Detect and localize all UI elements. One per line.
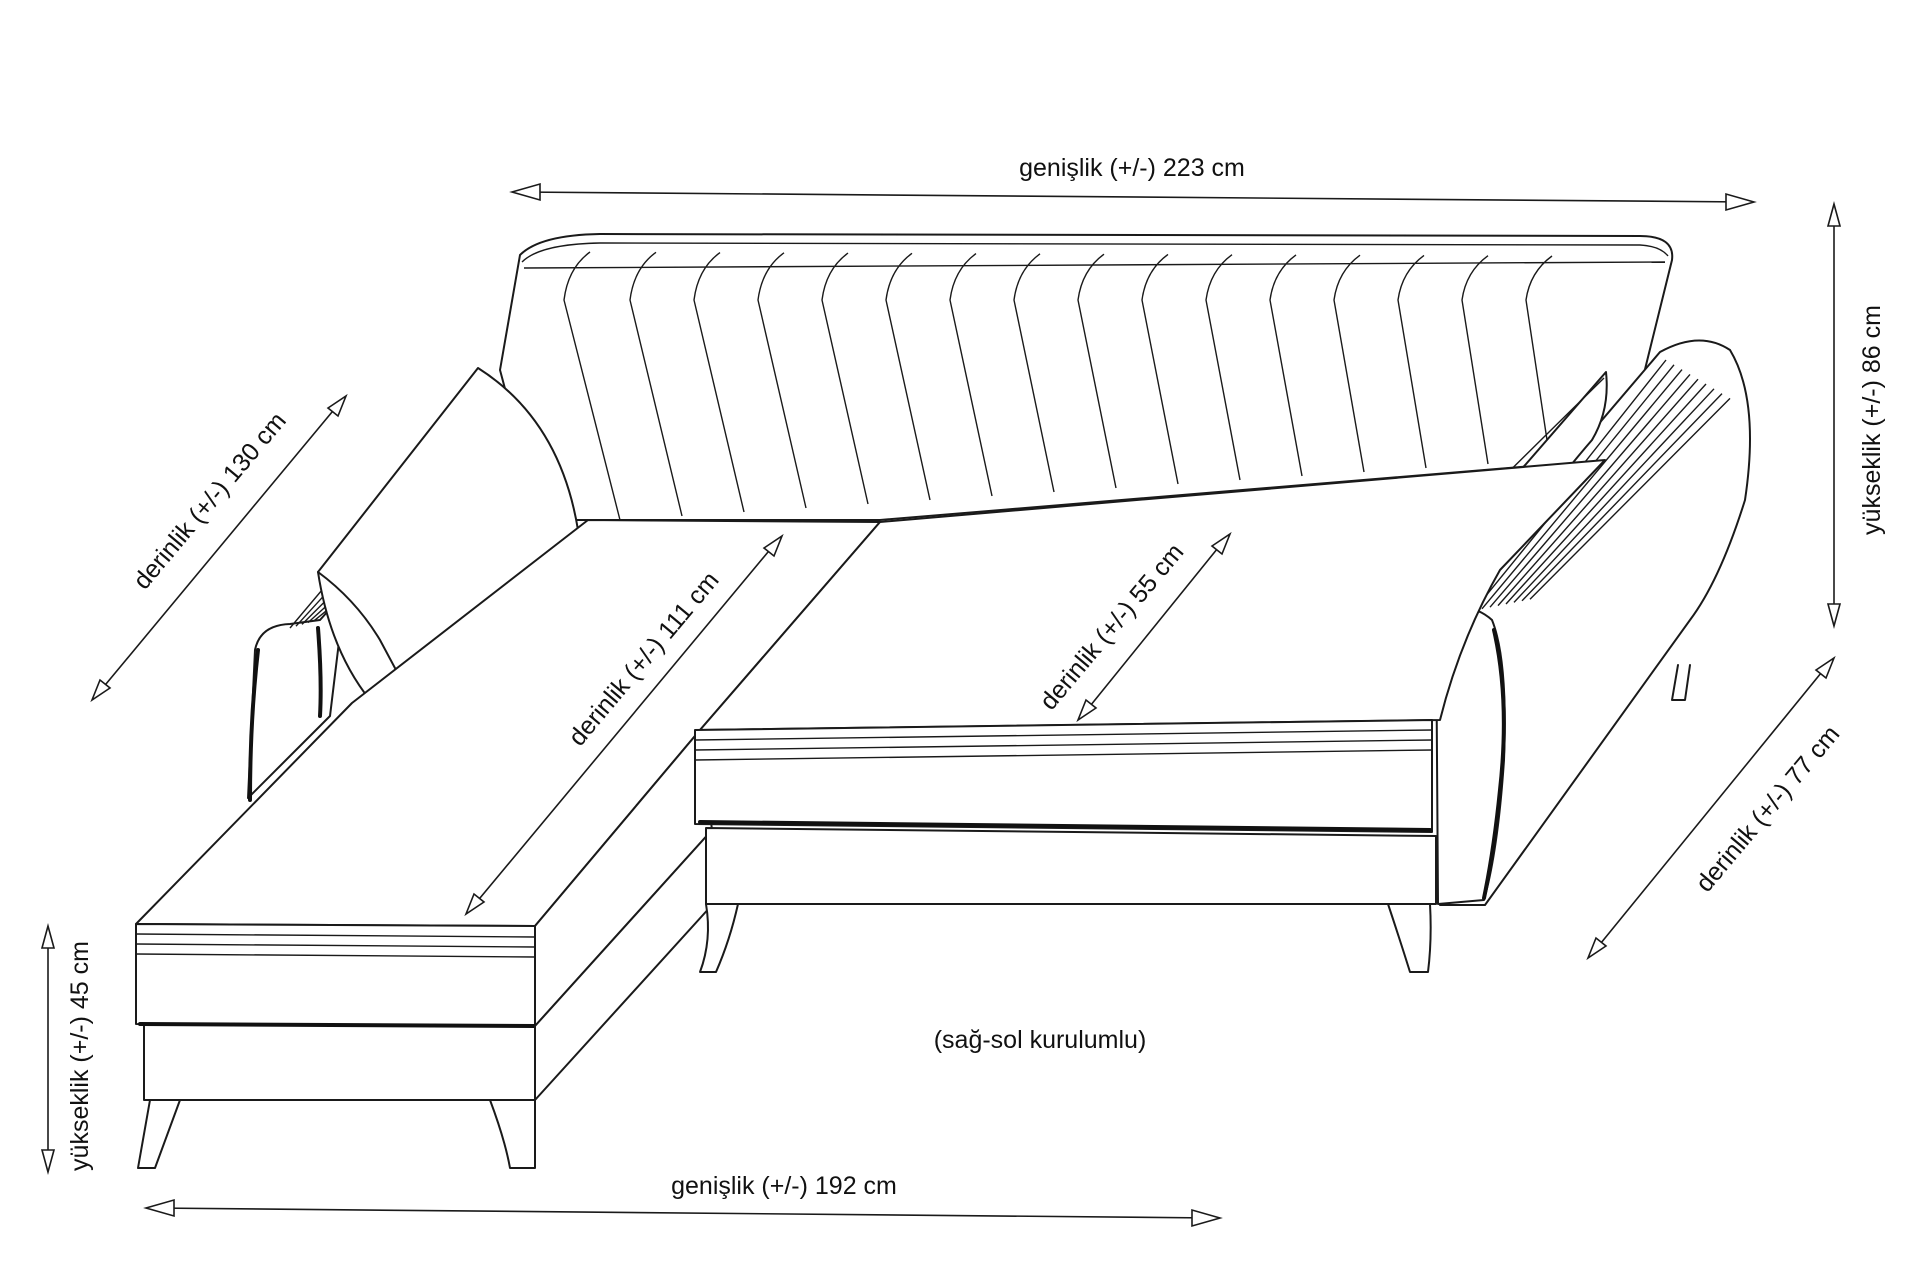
backrest-rib-line bbox=[821, 252, 869, 505]
left-arm bbox=[247, 589, 347, 802]
depth-130-arrow bbox=[90, 393, 348, 703]
label-height-right: yükseklik (+/-) 86 cm bbox=[1858, 305, 1886, 535]
label-width-top: genişlik (+/-) 223 cm bbox=[1019, 154, 1245, 182]
height-left-arrow bbox=[40, 922, 56, 1176]
backrest-rib-line bbox=[1269, 254, 1303, 477]
width-bottom-arrow bbox=[143, 1198, 1223, 1228]
chaise-lounge bbox=[135, 519, 881, 1169]
right-arm-rib-line bbox=[1481, 369, 1683, 610]
backrest-rib-line bbox=[1141, 253, 1179, 485]
backrest-rib-line bbox=[1461, 255, 1489, 465]
depth-77-arrow bbox=[1586, 655, 1836, 961]
right-arm-rib-line bbox=[1521, 393, 1723, 602]
backrest-rib-line bbox=[1205, 254, 1241, 481]
backrest-rib-line bbox=[1013, 253, 1055, 493]
width-top-arrow bbox=[509, 182, 1757, 212]
dimension-lines bbox=[40, 182, 1842, 1228]
backrest-rib-line bbox=[1077, 253, 1117, 489]
backrest-rib-line bbox=[885, 252, 931, 501]
height-right-arrow bbox=[1826, 200, 1842, 630]
backrest-rib-line bbox=[1525, 255, 1553, 461]
depth-55-arrow bbox=[1076, 531, 1232, 723]
right-arm-rib-line bbox=[1529, 397, 1731, 600]
label-width-bottom: genişlik (+/-) 192 cm bbox=[671, 1172, 897, 1200]
label-depth-77: derinlik (+/-) 77 cm bbox=[1690, 720, 1845, 897]
right-arm-rib-line bbox=[1497, 378, 1699, 607]
backrest-rib-line bbox=[1333, 254, 1365, 473]
backrest-ribs bbox=[563, 251, 1553, 521]
backrest-rib-line bbox=[629, 251, 683, 517]
backrest-rib-line bbox=[757, 252, 807, 509]
backrest-rib-line bbox=[949, 253, 993, 497]
label-note: (sağ-sol kurulumlu) bbox=[934, 1026, 1147, 1054]
right-arm-rib-line bbox=[1505, 383, 1707, 605]
depth-111-arrow bbox=[464, 533, 784, 917]
backrest-rib-line bbox=[693, 251, 745, 513]
label-depth-130: derinlik (+/-) 130 cm bbox=[128, 407, 292, 595]
main-seat bbox=[694, 459, 1606, 973]
backrest bbox=[499, 233, 1674, 521]
backrest-rib-line bbox=[1397, 254, 1427, 469]
label-height-left: yükseklik (+/-) 45 cm bbox=[66, 941, 94, 1171]
backrest-rib-line bbox=[563, 251, 621, 521]
right-arm-rib-line bbox=[1513, 388, 1715, 603]
left-arm-rib-line bbox=[289, 589, 323, 629]
right-arm-rib-line bbox=[1489, 373, 1691, 608]
